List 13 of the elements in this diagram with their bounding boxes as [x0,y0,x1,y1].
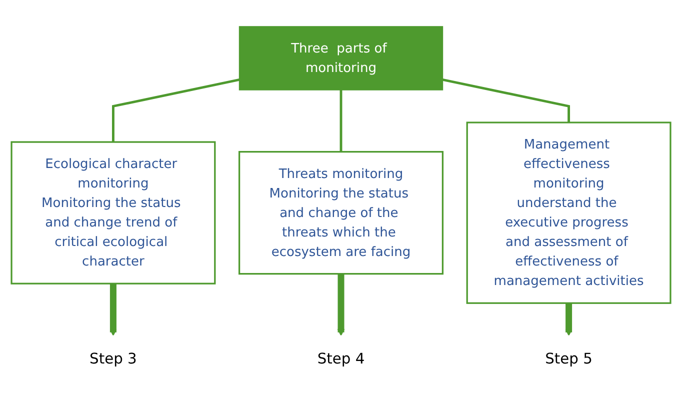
node-text: Step 5 [545,350,592,368]
node-box: Threats monitoring Monitoring the status and change of the threats which the ecosystem are facing [238,150,444,274]
arrow [110,283,117,336]
connector [340,90,342,152]
connector [112,78,240,142]
node-box: Ecological character monitoring Monitoring the status and change trend of critical ecological character [10,140,216,284]
node-text: Step 3 [90,350,137,368]
node-box: Management effectiveness monitoring understand the executive progress and assessment of effectiveness of management activities [466,121,672,304]
node-box: Three parts of monitoring [238,26,444,90]
arrow [565,302,572,336]
arrow [337,274,345,336]
node-text: Step 4 [317,350,365,368]
connector [442,78,570,122]
